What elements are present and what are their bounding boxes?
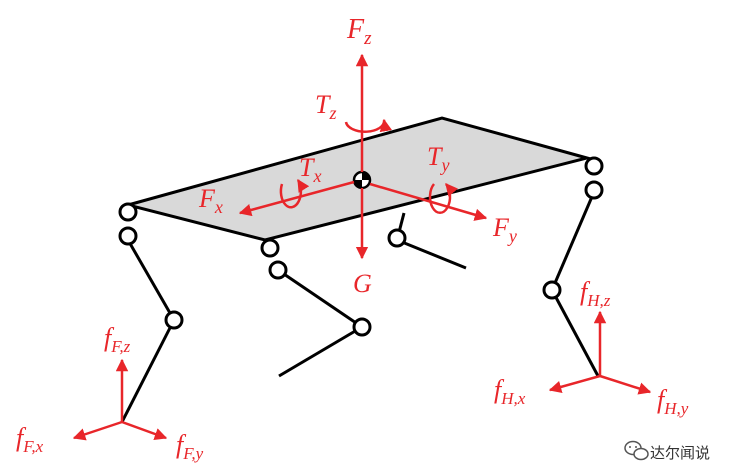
hind-right-leg <box>542 156 604 377</box>
joint <box>352 317 372 337</box>
fx-arrow <box>238 180 355 217</box>
label-g: G <box>353 269 372 298</box>
front-right-leg <box>260 238 372 378</box>
hind-left-leg <box>387 212 467 270</box>
wechat-icon <box>624 440 649 461</box>
front-left-leg <box>118 202 184 423</box>
joint <box>164 310 184 330</box>
joint <box>584 156 604 176</box>
watermark-text: 达尔闻说 <box>650 444 710 462</box>
label-fz: Fz <box>346 14 372 49</box>
joint <box>584 180 604 200</box>
label-fx: Fx <box>198 184 223 217</box>
body-force-arrows <box>238 53 488 260</box>
tz-rotation-icon <box>344 118 392 133</box>
label-tx: Tx <box>299 153 321 186</box>
label-fy: Fy <box>492 213 517 246</box>
joint <box>260 238 280 258</box>
label-fhx: fH,x <box>494 375 526 408</box>
joint <box>118 226 138 246</box>
joint <box>542 280 562 300</box>
fy-arrow <box>369 182 488 221</box>
label-ffx: fF,x <box>16 423 44 456</box>
front-foot-force-arrows <box>72 358 168 441</box>
tx-rotation-icon <box>279 178 310 209</box>
joint <box>118 202 138 222</box>
label-fhz: fH,z <box>580 277 611 310</box>
joint <box>268 260 288 280</box>
joint <box>387 228 407 248</box>
ty-rotation-icon <box>428 183 458 215</box>
label-ffz: fF,z <box>104 323 131 356</box>
label-ffy: fF,y <box>176 430 204 463</box>
label-ty: Ty <box>427 142 449 175</box>
watermark: 达尔闻说 <box>624 440 710 462</box>
label-tz: Tz <box>315 90 336 123</box>
label-fhy: fH,y <box>657 385 689 418</box>
center-of-mass <box>352 170 372 190</box>
hind-foot-force-arrows <box>548 310 652 395</box>
